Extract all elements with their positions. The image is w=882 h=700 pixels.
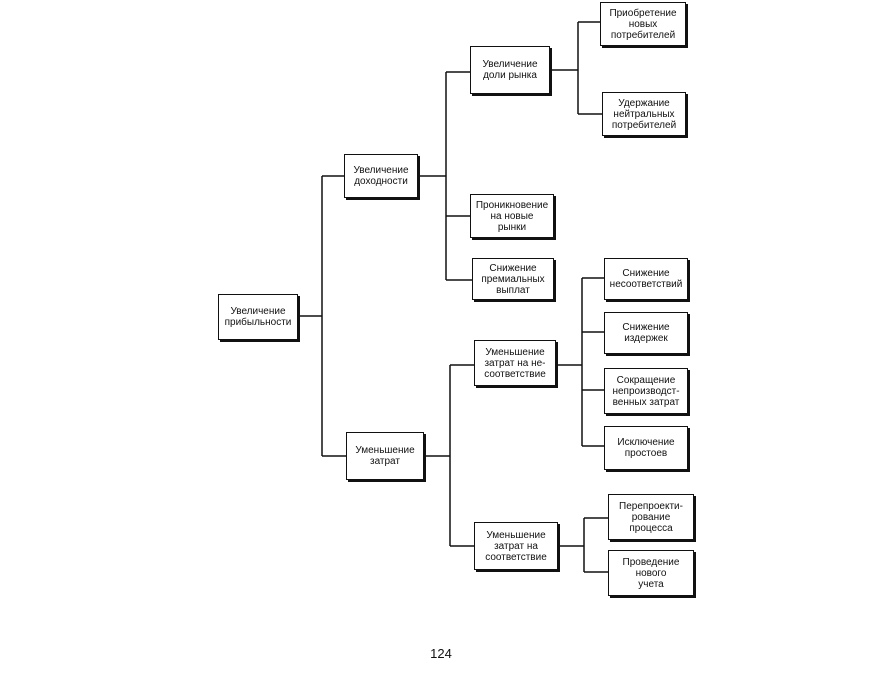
node-label: Проведение нового учета xyxy=(622,556,680,590)
page-number: 124 xyxy=(430,646,452,661)
node-increase-market-share: Увеличение доли рынка xyxy=(470,46,550,94)
node-reduce-expenses: Снижение издержек xyxy=(604,312,688,354)
node-reduce-nonconformities: Снижение несоответствий xyxy=(604,258,688,300)
node-new-markets: Проникновение на новые рынки xyxy=(470,194,554,238)
node-retain-customers: Удержание нейтральных потребителей xyxy=(602,92,686,136)
node-label: Увеличение доходности xyxy=(353,165,409,187)
node-label: Увеличение доли рынка xyxy=(482,59,538,81)
node-conformance-costs: Уменьшение затрат на соответствие xyxy=(474,522,558,570)
node-label: Уменьшение затрат xyxy=(355,445,415,467)
node-nonconformance-costs: Уменьшение затрат на не- соответствие xyxy=(474,340,556,386)
node-new-accounting: Проведение нового учета xyxy=(608,550,694,596)
node-cut-unproductive-costs: Сокращение непроизводст- венных затрат xyxy=(604,368,688,414)
node-increase-profitability: Увеличение прибыльности xyxy=(218,294,298,340)
node-eliminate-downtime: Исключение простоев xyxy=(604,426,688,470)
node-label: Сокращение непроизводст- венных затрат xyxy=(612,374,680,408)
node-label: Исключение простоев xyxy=(617,437,675,459)
node-increase-income: Увеличение доходности xyxy=(344,154,418,198)
node-label: Увеличение прибыльности xyxy=(224,306,292,328)
node-label: Удержание нейтральных потребителей xyxy=(611,97,677,131)
node-reduce-costs: Уменьшение затрат xyxy=(346,432,424,480)
node-label: Снижение премиальных выплат xyxy=(481,262,545,296)
node-label: Приобретение новых потребителей xyxy=(609,7,677,41)
node-label: Снижение несоответствий xyxy=(609,268,683,290)
node-acquire-customers: Приобретение новых потребителей xyxy=(600,2,686,46)
node-label: Перепроекти- рование процесса xyxy=(619,500,683,534)
node-reduce-premiums: Снижение премиальных выплат xyxy=(472,258,554,300)
node-process-redesign: Перепроекти- рование процесса xyxy=(608,494,694,540)
node-label: Снижение издержек xyxy=(622,322,670,344)
node-label: Уменьшение затрат на не- соответствие xyxy=(484,346,546,380)
node-label: Уменьшение затрат на соответствие xyxy=(485,529,547,563)
node-label: Проникновение на новые рынки xyxy=(475,199,549,233)
